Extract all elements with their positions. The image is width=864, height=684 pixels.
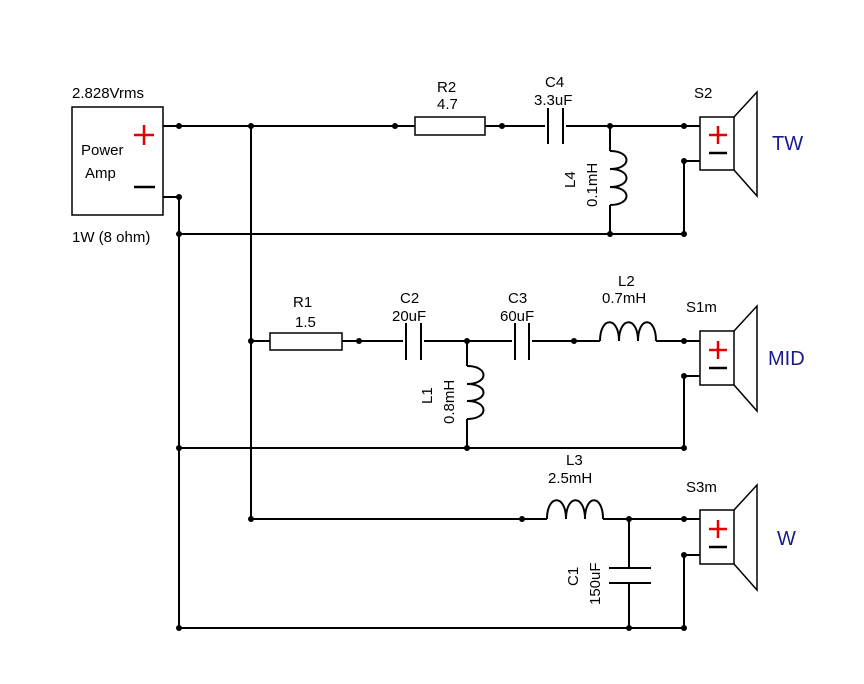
- capacitor-c4: C4 3.3uF: [534, 74, 572, 144]
- l3-name: L3: [566, 452, 583, 469]
- amp-voltage-label: 2.828Vrms: [72, 85, 144, 102]
- inductor-l3: L3 2.5mH: [546, 452, 604, 520]
- c3-name: C3: [508, 290, 527, 307]
- junction-dots: [176, 123, 687, 631]
- resistor-r2: R2 4.7: [414, 79, 486, 136]
- woofer-label: W: [777, 528, 796, 550]
- inductor-l2: L2 0.7mH: [599, 273, 657, 342]
- s2-name: S2: [694, 85, 712, 102]
- l4-name: L4: [562, 171, 579, 188]
- l1-value: 0.8mH: [441, 380, 458, 424]
- c2-name: C2: [400, 290, 419, 307]
- capacitor-c2: C2 20uF: [392, 290, 426, 360]
- speaker-s2: S2 TW: [694, 85, 803, 198]
- inductor-l1: L1 0.8mH: [419, 365, 485, 424]
- l3-value: 2.5mH: [548, 470, 592, 487]
- c4-value: 3.3uF: [534, 92, 572, 109]
- c3-value: 60uF: [500, 308, 534, 325]
- capacitor-c1: C1 150uF: [565, 562, 651, 605]
- capacitor-c3: C3 60uF: [500, 290, 534, 360]
- c1-name: C1: [565, 567, 582, 586]
- wiring: [163, 125, 700, 629]
- amp-power-label: 1W (8 ohm): [72, 229, 150, 246]
- c2-value: 20uF: [392, 308, 426, 325]
- r2-name: R2: [437, 79, 456, 96]
- l2-value: 0.7mH: [602, 290, 646, 307]
- r1-name: R1: [293, 294, 312, 311]
- inductor-l4: L4 0.1mH: [562, 150, 628, 207]
- speaker-s3m: S3m W: [686, 479, 796, 592]
- tweeter-label: TW: [772, 133, 803, 155]
- c4-name: C4: [545, 74, 564, 91]
- s3m-name: S3m: [686, 479, 717, 496]
- r1-value: 1.5: [295, 314, 316, 331]
- s1m-name: S1m: [686, 299, 717, 316]
- amp-name-line1: Power: [81, 142, 124, 159]
- l2-name: L2: [618, 273, 635, 290]
- mid-label: MID: [768, 348, 805, 370]
- amp-name-line2: Amp: [85, 165, 116, 182]
- l4-value: 0.1mH: [584, 163, 601, 207]
- speaker-s1m: S1m MID: [686, 299, 805, 413]
- power-amp: 2.828Vrms Power Amp 1W (8 ohm): [71, 85, 164, 246]
- resistor-r1: R1 1.5: [269, 294, 343, 351]
- l1-name: L1: [419, 387, 436, 404]
- r2-value: 4.7: [437, 96, 458, 113]
- c1-value: 150uF: [587, 562, 604, 605]
